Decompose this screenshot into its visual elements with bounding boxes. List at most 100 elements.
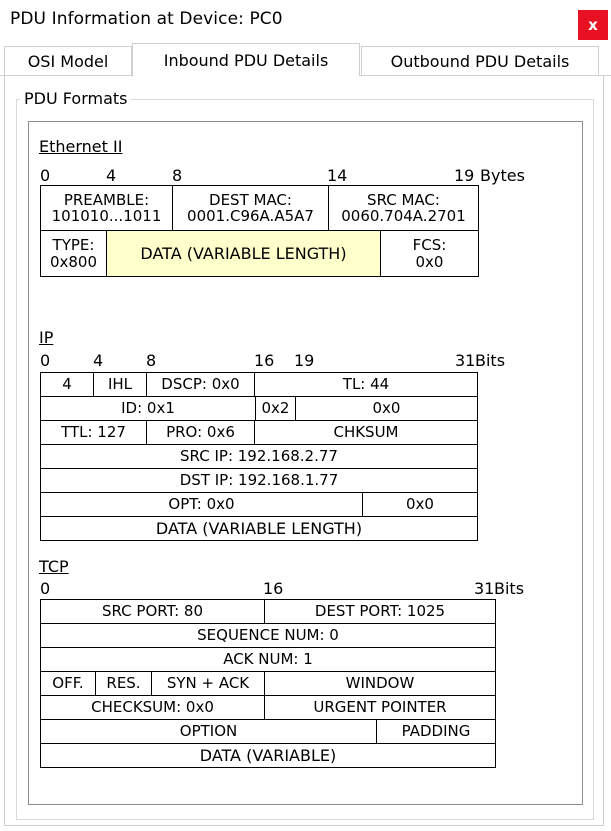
field-value: DATA (VARIABLE LENGTH) bbox=[140, 243, 347, 263]
field-label: FCS: bbox=[412, 236, 447, 254]
scale-unit: Bits bbox=[494, 579, 525, 598]
eth-preamble-field: PREAMBLE: 101010...1011 bbox=[40, 185, 173, 231]
eth-fcs-field: FCS: 0x0 bbox=[380, 230, 479, 277]
scale-unit: Bits bbox=[475, 351, 506, 370]
tab-label: OSI Model bbox=[27, 51, 109, 71]
ip-tl-field: TL: 44 bbox=[254, 372, 478, 397]
eth-src-mac-field: SRC MAC: 0060.704A.2701 bbox=[328, 185, 479, 231]
eth-data-field: DATA (VARIABLE LENGTH) bbox=[106, 230, 381, 277]
scale-unit: Bytes bbox=[480, 166, 525, 185]
tab-label: Inbound PDU Details bbox=[163, 50, 329, 70]
tcp-src-port-field: SRC PORT: 80 bbox=[40, 599, 265, 624]
field-value: TL: 44 bbox=[342, 375, 390, 394]
tcp-reserved-field: RES. bbox=[95, 671, 152, 696]
field-value: ACK NUM: 1 bbox=[223, 650, 313, 669]
ip-checksum-field: CHKSUM bbox=[254, 420, 478, 445]
field-value: DSCP: 0x0 bbox=[161, 375, 240, 394]
tab-inbound-pdu-details[interactable]: Inbound PDU Details bbox=[132, 43, 360, 76]
field-value: TTL: 127 bbox=[61, 423, 126, 442]
field-value: OFF. bbox=[52, 674, 84, 693]
ethernet-title: Ethernet II bbox=[39, 137, 123, 156]
field-value: CHKSUM bbox=[333, 423, 399, 442]
field-value: PADDING bbox=[401, 722, 471, 741]
field-value: OPTION bbox=[179, 722, 238, 741]
tcp-window-field: WINDOW bbox=[264, 671, 496, 696]
tcp-offset-field: OFF. bbox=[40, 671, 96, 696]
scale-label: 4 bbox=[93, 351, 104, 370]
scale-label: 0 bbox=[40, 579, 51, 598]
field-value: WINDOW bbox=[345, 674, 415, 693]
field-value: 0x800 bbox=[49, 252, 98, 271]
tcp-flags-field: SYN + ACK bbox=[151, 671, 265, 696]
ip-padding-field: 0x0 bbox=[362, 492, 478, 517]
ip-data-field: DATA (VARIABLE LENGTH) bbox=[40, 516, 478, 541]
pdu-canvas[interactable]: Ethernet II 0 4 8 14 19 Bytes PREAMBLE: … bbox=[28, 121, 583, 805]
eth-dest-mac-field: DEST MAC: 0001.C96A.A5A7 bbox=[172, 185, 329, 231]
scale-label: 8 bbox=[172, 166, 183, 185]
ip-ihl-field: IHL bbox=[93, 372, 147, 397]
title-bar: PDU Information at Device: PC0 x bbox=[0, 0, 611, 44]
field-value: 0060.704A.2701 bbox=[341, 207, 466, 225]
tab-label: Outbound PDU Details bbox=[390, 51, 570, 71]
scale-label: 0 bbox=[40, 166, 51, 185]
tcp-ack-field: ACK NUM: 1 bbox=[40, 647, 496, 672]
scale-label: 31 bbox=[455, 351, 476, 370]
field-label: PREAMBLE: bbox=[63, 190, 150, 209]
tab-panel bbox=[4, 76, 604, 826]
ip-protocol-field: PRO: 0x6 bbox=[146, 420, 255, 445]
group-title: PDU Formats bbox=[20, 89, 132, 108]
scale-label: 19 bbox=[454, 166, 475, 185]
tcp-dest-port-field: DEST PORT: 1025 bbox=[264, 599, 496, 624]
ip-version-field: 4 bbox=[40, 372, 94, 397]
scale-label: 14 bbox=[327, 166, 348, 185]
field-value: SRC PORT: 80 bbox=[101, 602, 204, 621]
field-label: TYPE: bbox=[52, 236, 95, 254]
close-button[interactable]: x bbox=[578, 10, 608, 40]
field-value: 101010...1011 bbox=[51, 207, 162, 225]
field-label: SRC MAC: bbox=[367, 190, 440, 209]
tab-osi-model[interactable]: OSI Model bbox=[4, 46, 132, 75]
field-value: IHL bbox=[107, 375, 133, 394]
scale-label: 8 bbox=[146, 351, 157, 370]
ip-flags-field: 0x2 bbox=[255, 396, 296, 421]
field-value: DEST PORT: 1025 bbox=[314, 602, 446, 621]
tcp-option-field: OPTION bbox=[40, 719, 377, 744]
ip-src-field: SRC IP: 192.168.2.77 bbox=[40, 444, 478, 469]
scale-label: 0 bbox=[40, 351, 51, 370]
field-value: SRC IP: 192.168.2.77 bbox=[180, 447, 338, 466]
field-value: 0x0 bbox=[415, 252, 444, 271]
tcp-seq-field: SEQUENCE NUM: 0 bbox=[40, 623, 496, 648]
field-value: 0x2 bbox=[261, 399, 290, 418]
field-value: RES. bbox=[106, 674, 141, 693]
field-value: SYN + ACK bbox=[166, 674, 250, 693]
tcp-title: TCP bbox=[39, 557, 69, 576]
field-value: PRO: 0x6 bbox=[166, 423, 235, 442]
eth-type-field: TYPE: 0x800 bbox=[40, 230, 107, 277]
scale-label: 16 bbox=[263, 579, 284, 598]
ip-frag-offset-field: 0x0 bbox=[295, 396, 478, 421]
ip-id-field: ID: 0x1 bbox=[40, 396, 256, 421]
ip-ttl-field: TTL: 127 bbox=[40, 420, 147, 445]
field-value: 4 bbox=[62, 375, 72, 394]
tab-outbound-pdu-details[interactable]: Outbound PDU Details bbox=[361, 46, 599, 75]
tcp-padding-field: PADDING bbox=[376, 719, 496, 744]
ip-options-field: OPT: 0x0 bbox=[40, 492, 363, 517]
scale-label: 19 bbox=[294, 351, 315, 370]
scale-label: 4 bbox=[106, 166, 117, 185]
field-value: URGENT POINTER bbox=[313, 698, 447, 717]
field-value: 0x0 bbox=[372, 399, 401, 418]
pdu-formats-group bbox=[16, 99, 594, 820]
tcp-urgent-pointer-field: URGENT POINTER bbox=[264, 695, 496, 720]
field-value: DATA (VARIABLE LENGTH) bbox=[155, 518, 363, 538]
field-value: SEQUENCE NUM: 0 bbox=[197, 626, 339, 645]
ip-dscp-field: DSCP: 0x0 bbox=[146, 372, 255, 397]
field-value: OPT: 0x0 bbox=[168, 495, 235, 514]
ip-dst-field: DST IP: 192.168.1.77 bbox=[40, 468, 478, 493]
tcp-checksum-field: CHECKSUM: 0x0 bbox=[40, 695, 265, 720]
field-value: 0001.C96A.A5A7 bbox=[187, 207, 314, 225]
close-icon: x bbox=[588, 16, 598, 34]
scale-label: 16 bbox=[254, 351, 275, 370]
field-label: DEST MAC: bbox=[209, 190, 292, 209]
field-value: DST IP: 192.168.1.77 bbox=[179, 471, 339, 490]
field-value: DATA (VARIABLE) bbox=[199, 745, 337, 765]
